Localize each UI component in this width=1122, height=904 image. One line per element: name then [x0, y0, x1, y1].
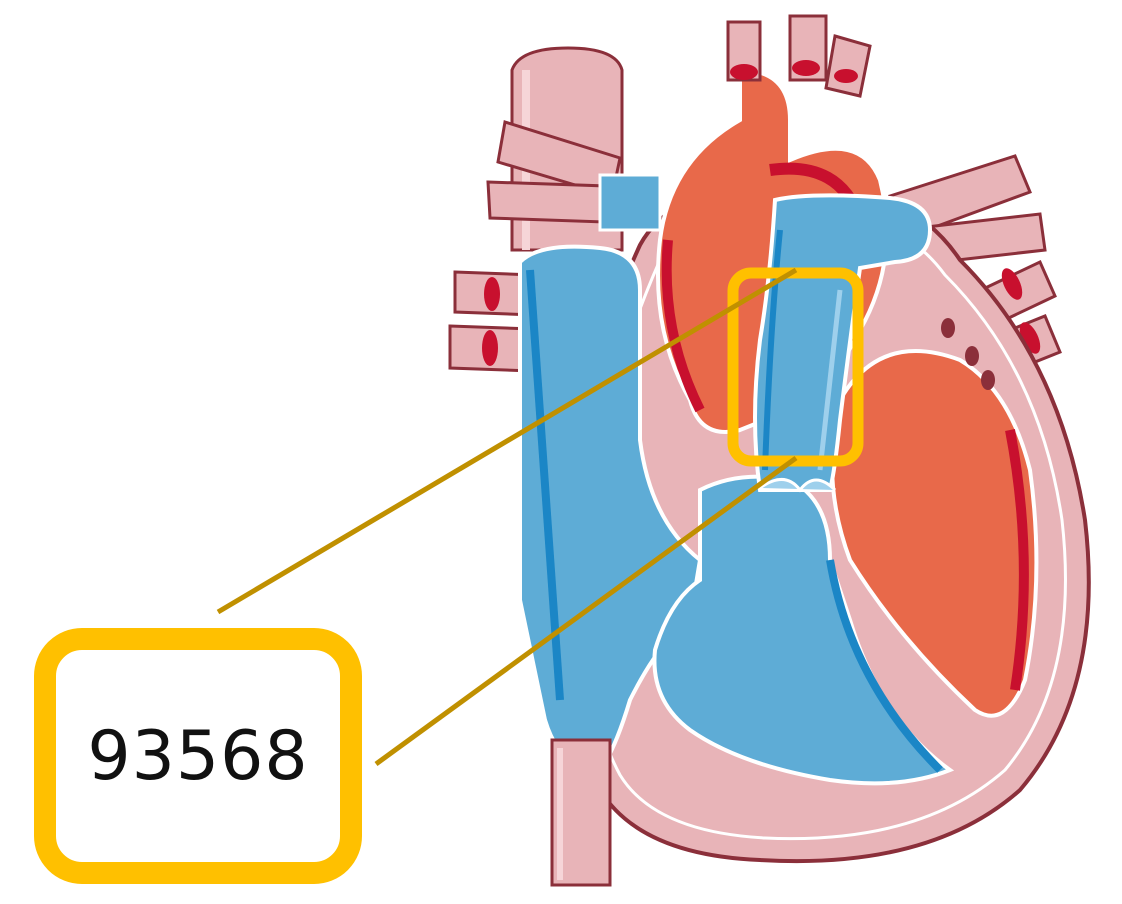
inferior-vena-cava [552, 740, 610, 885]
label-text: 93568 [87, 717, 308, 796]
label-box: 93568 [34, 628, 362, 884]
